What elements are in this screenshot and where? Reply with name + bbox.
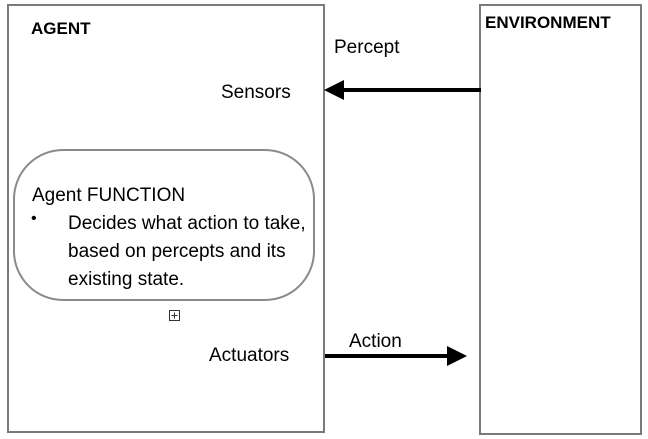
actuators-label: Actuators [209, 345, 290, 366]
action-arrow [325, 346, 467, 366]
environment-heading: ENVIRONMENT [485, 13, 611, 32]
agent-function-description: Decides what action to take, based on pe… [68, 213, 306, 290]
agent-function-box [13, 149, 315, 301]
plus-square-icon [169, 310, 180, 321]
agent-heading: AGENT [31, 19, 91, 38]
sensors-label: Sensors [221, 82, 291, 103]
percept-arrow [324, 80, 481, 100]
environment-box [479, 4, 642, 435]
agent-function-title: Agent FUNCTION [32, 185, 186, 206]
percept-label: Percept [334, 37, 400, 58]
bullet-marker: • [31, 210, 37, 227]
agent-box [7, 4, 325, 433]
action-label: Action [349, 331, 402, 352]
